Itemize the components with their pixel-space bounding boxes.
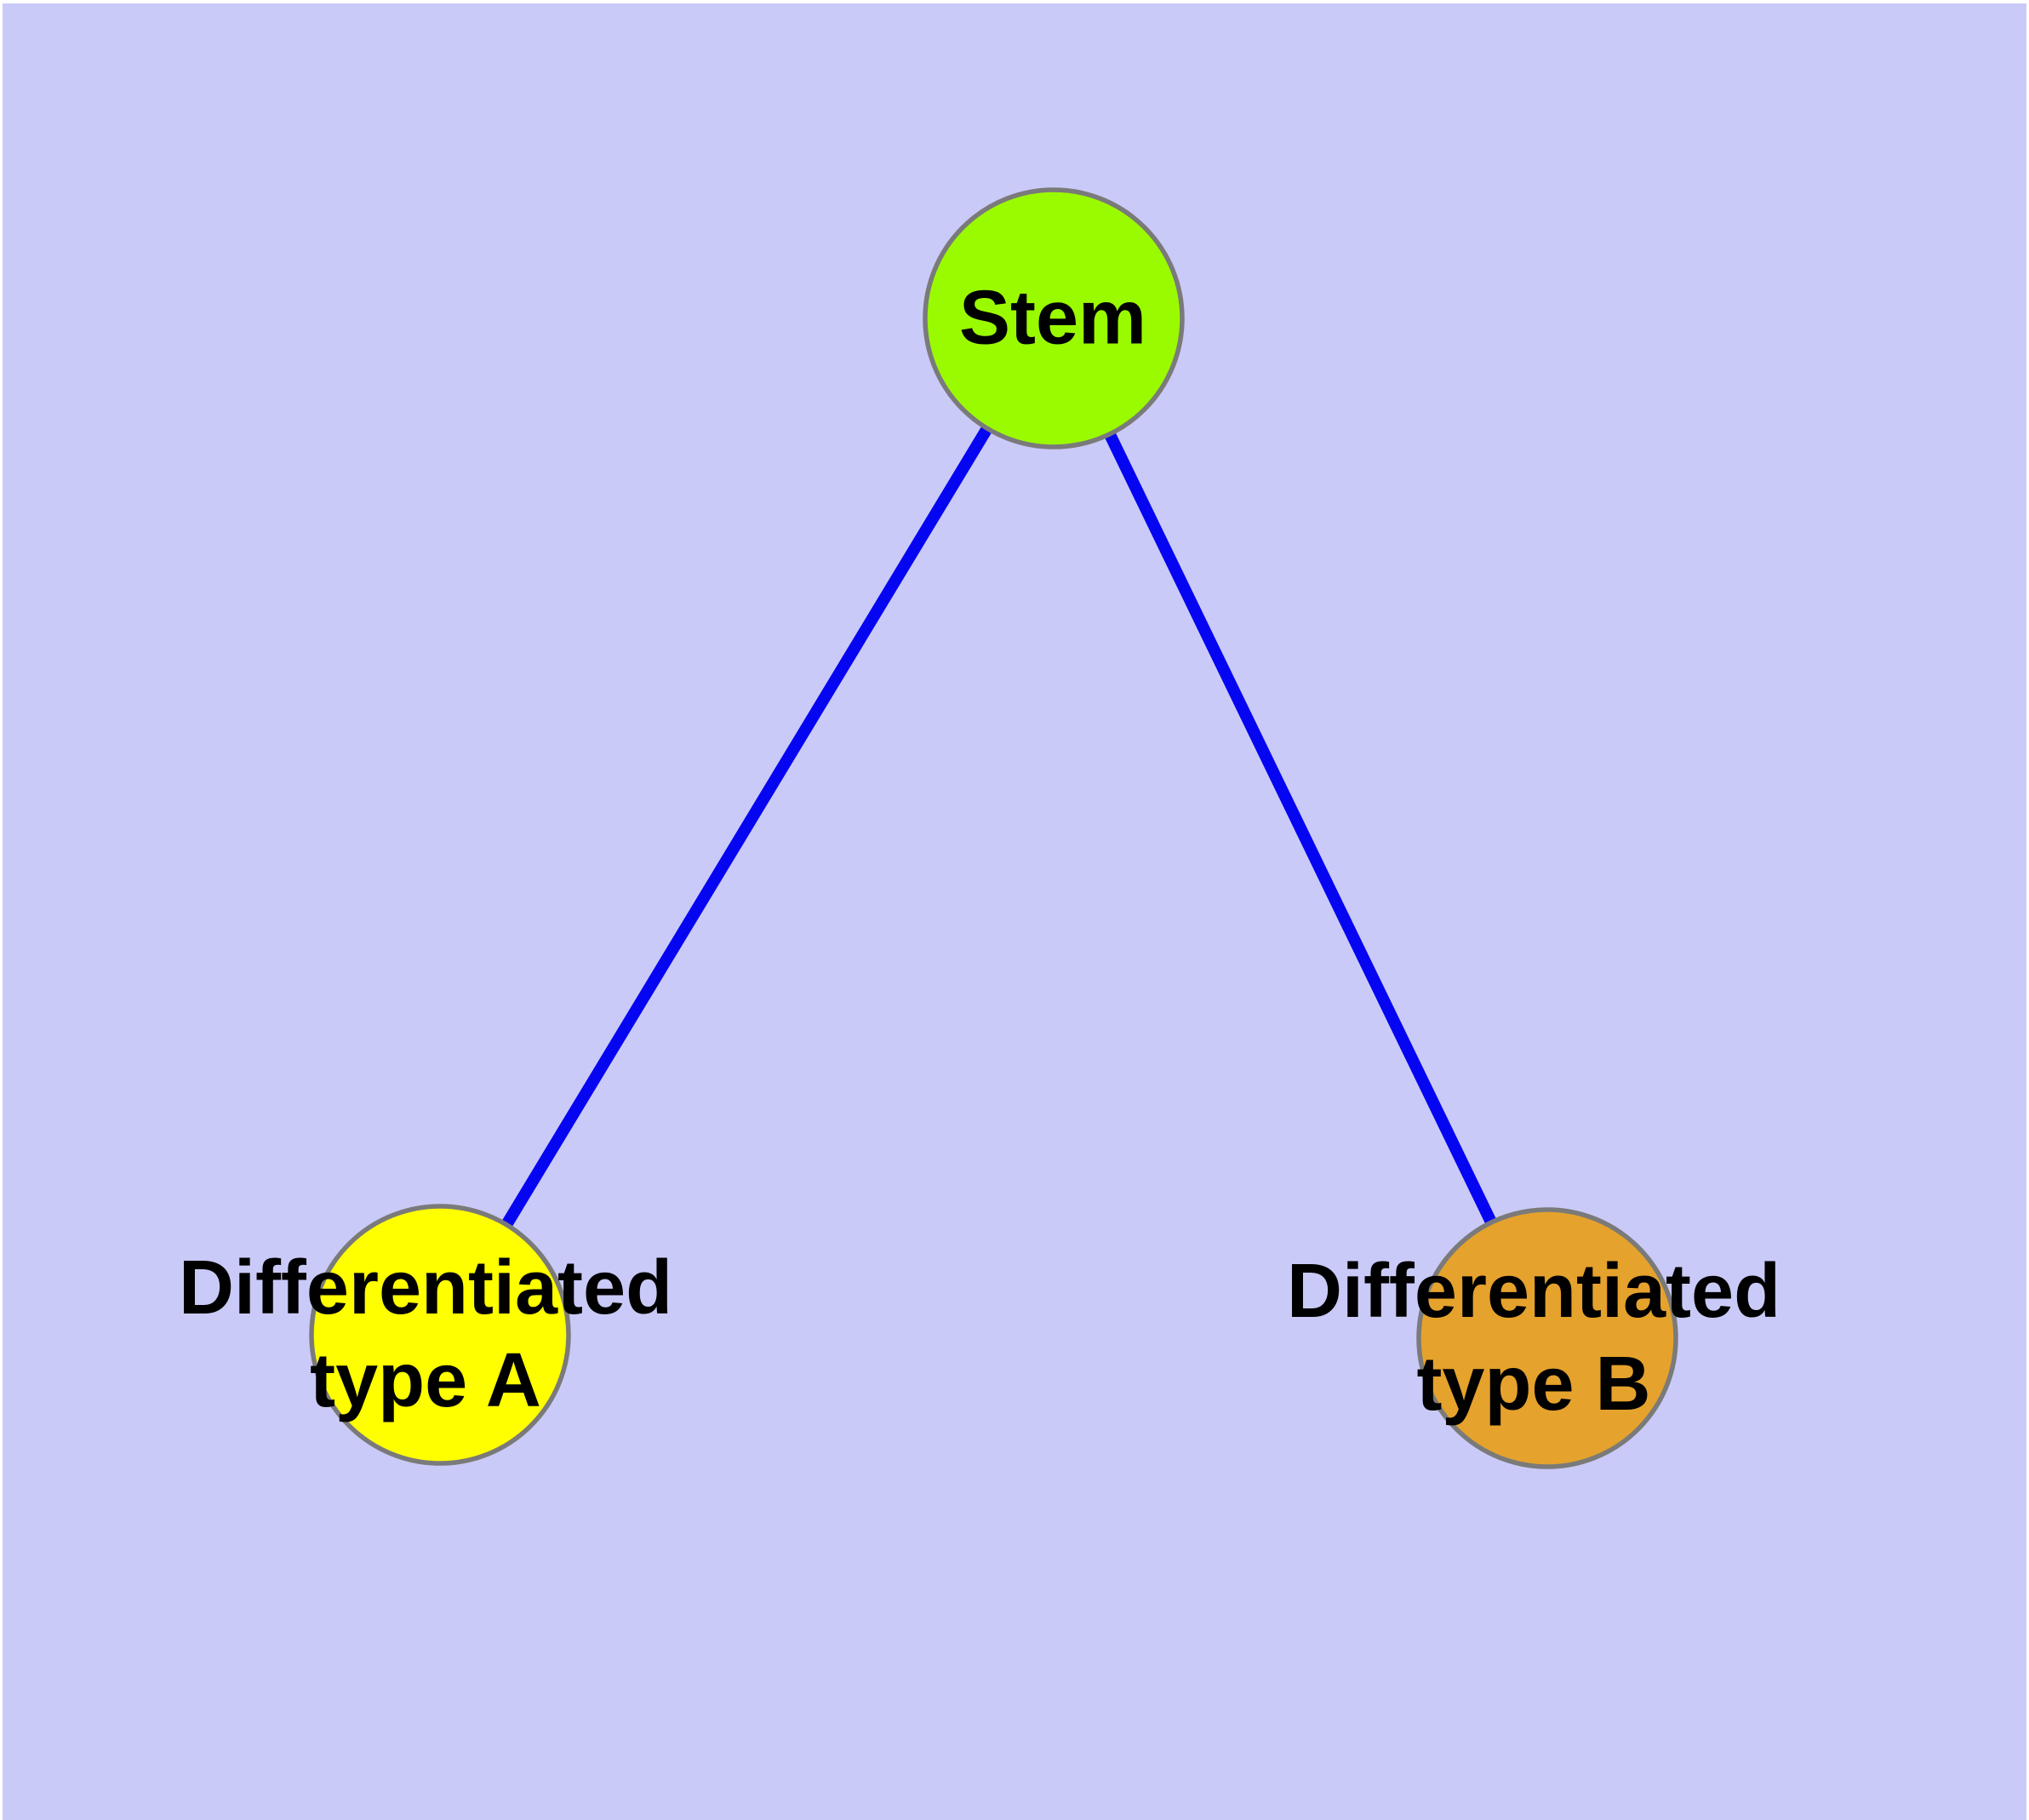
- node-differentiated-type-a[interactable]: [309, 1204, 571, 1466]
- diagram-canvas: Stem Differentiated type A Differentiate…: [3, 3, 2026, 1820]
- graph-svg: [309, 187, 1678, 1469]
- edge-stem-to-type-a[interactable]: [435, 315, 1059, 1338]
- node-stem[interactable]: [923, 187, 1185, 449]
- edge-stem-to-type-b[interactable]: [1048, 315, 1553, 1342]
- diagram-world: Stem Differentiated type A Differentiate…: [3, 3, 2026, 1820]
- node-differentiated-type-b[interactable]: [1416, 1207, 1678, 1469]
